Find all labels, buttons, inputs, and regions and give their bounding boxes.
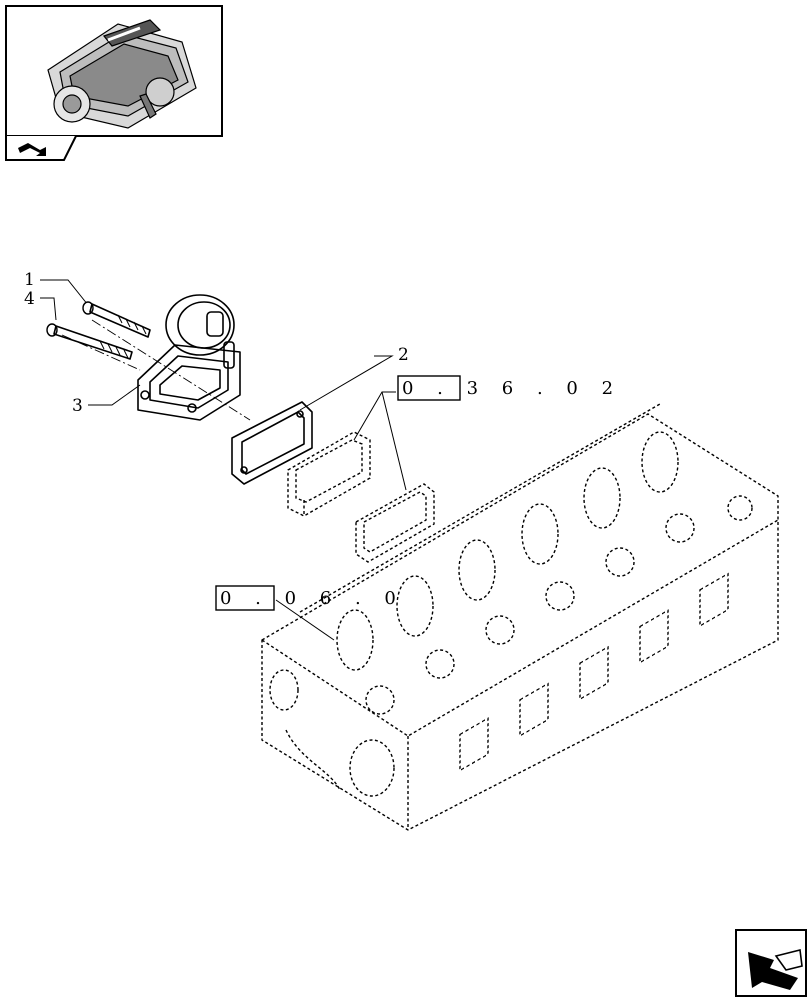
reference-label-0-36-02: 0 . 3 6 . 0 2 bbox=[402, 378, 622, 399]
bolt-4 bbox=[46, 323, 133, 360]
reference-link-0-36-02[interactable]: 0 . 3 6 . 0 2 bbox=[397, 375, 622, 401]
gasket-2 bbox=[231, 401, 313, 485]
engine-thumbnail[interactable] bbox=[5, 5, 223, 137]
reference-link-0-06-0[interactable]: 0 . 0 6 . 0 bbox=[215, 585, 405, 611]
spacer-plate bbox=[287, 431, 371, 517]
assembly-axis bbox=[91, 319, 251, 421]
cylinder-head bbox=[261, 403, 779, 831]
navigate-arrow-icon[interactable] bbox=[735, 929, 807, 997]
callout-2: 2 bbox=[398, 345, 409, 365]
view-indicator-icon bbox=[5, 135, 77, 161]
bolt-1 bbox=[82, 301, 151, 338]
reference-label-0-06-0: 0 . 0 6 . 0 bbox=[220, 588, 405, 609]
callout-3: 3 bbox=[72, 396, 83, 416]
callout-1: 1 bbox=[24, 270, 35, 290]
leader-lines bbox=[40, 279, 407, 641]
callout-4: 4 bbox=[24, 289, 35, 309]
housing-3 bbox=[137, 294, 241, 421]
phantom-gasket bbox=[355, 483, 435, 563]
